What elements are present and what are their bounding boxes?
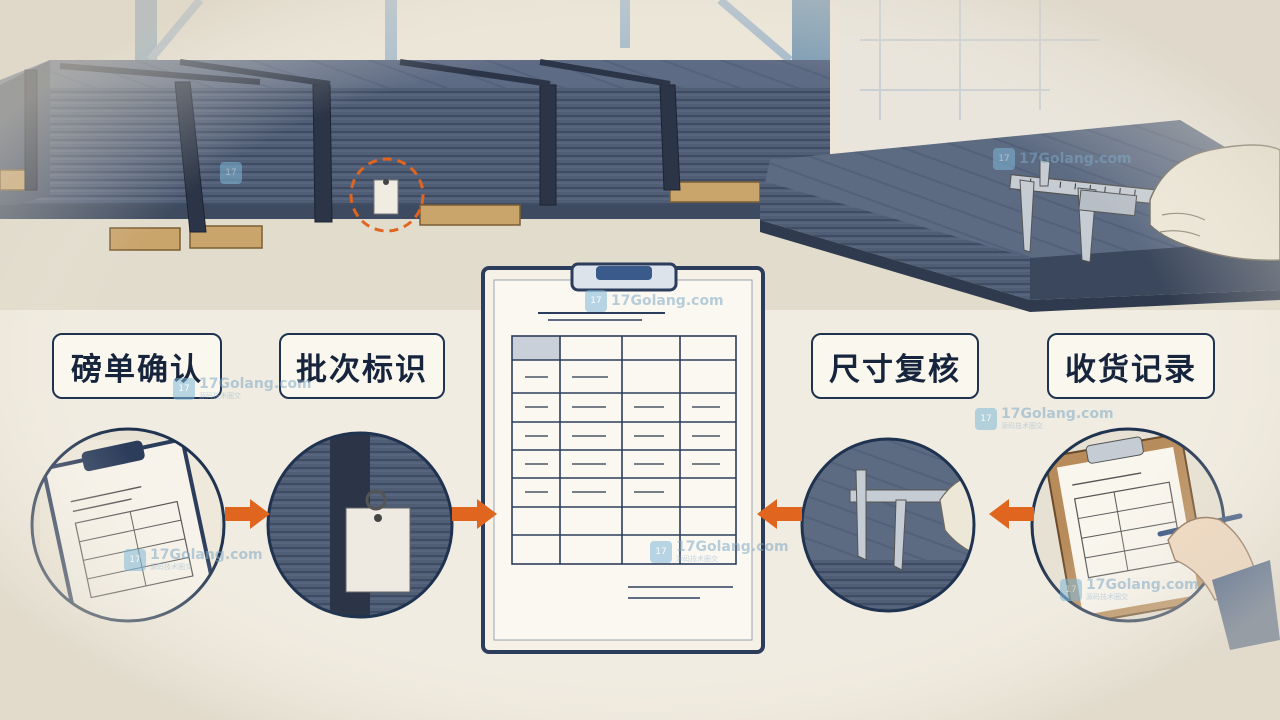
step-label-weigh-slip-confirm: 磅单确认 (52, 333, 222, 399)
step-label-dimension-recheck: 尺寸复核 (811, 333, 979, 399)
step-label-batch-marking: 批次标识 (279, 333, 445, 399)
step-label-receiving-record: 收货记录 (1047, 333, 1215, 399)
